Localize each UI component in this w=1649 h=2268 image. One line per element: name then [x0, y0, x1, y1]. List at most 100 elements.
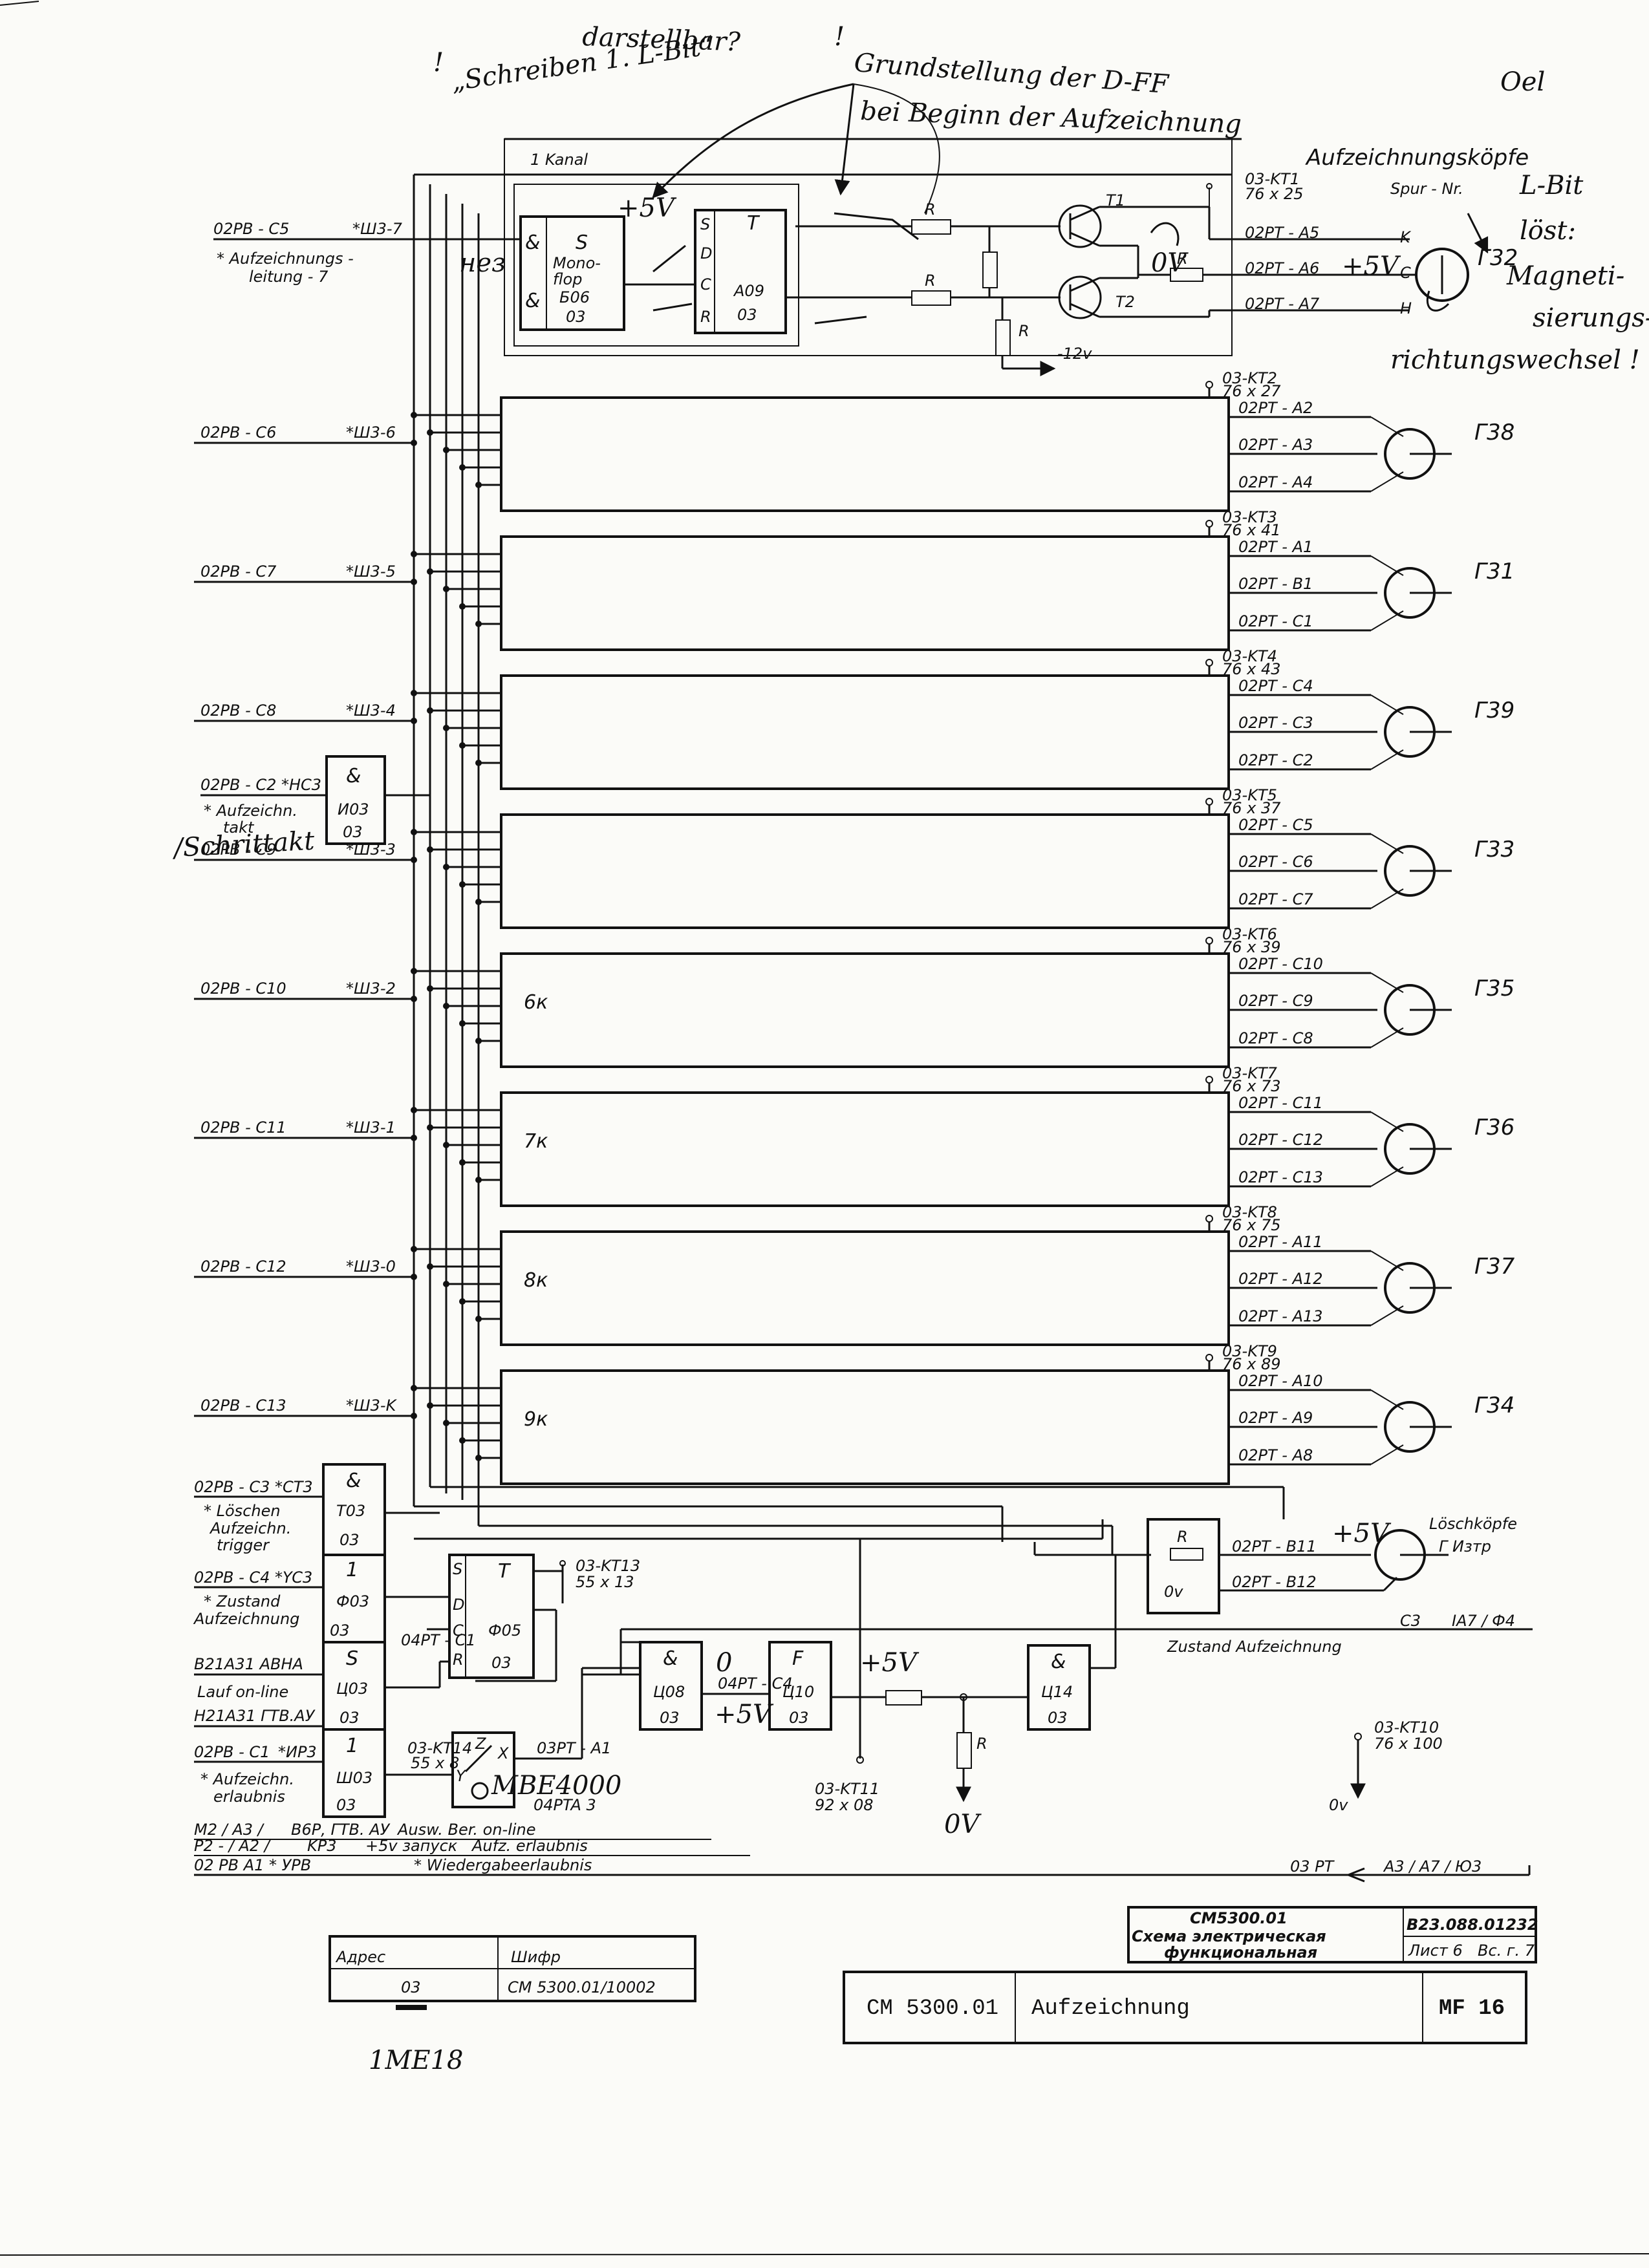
- zustand-pin: *YC3: [275, 1568, 312, 1587]
- stamp-line1: СМ5300.01: [1190, 1909, 1288, 1927]
- dff-d: D: [700, 244, 712, 262]
- annotation-bei-beginn: bei Beginn der Aufzeichnung: [860, 96, 1242, 140]
- channel-pin: *Ш3-K: [346, 1396, 398, 1415]
- pa1-label: 02 PB A1 * УРВ: [194, 1856, 311, 1874]
- input-top-pin: *Ш3-7: [352, 220, 403, 238]
- ausw-label: Ausw. Ber. on-line: [396, 1821, 536, 1839]
- channel-output: 02PT - C1: [1238, 612, 1313, 630]
- monoflop-and-2: &: [525, 290, 540, 312]
- channel-connector: 03-KT8: [1222, 1203, 1277, 1221]
- stamp-line3: функциональная: [1164, 1943, 1317, 1962]
- annotation-excl-mid: !: [834, 22, 845, 52]
- loeschen-line: 02PB - C3: [194, 1478, 270, 1496]
- channel-block: [500, 952, 1230, 1068]
- transistor-t2: [1058, 275, 1102, 319]
- annotation-richtungswechsel: richtungswechsel !: [1390, 345, 1640, 375]
- monoflop-s: S: [576, 231, 588, 254]
- monoflop-num: 03: [566, 308, 586, 326]
- channel-output: 02PT - A2: [1238, 399, 1313, 417]
- loesch-head-label: Г Изтр: [1439, 1537, 1491, 1556]
- takt-desc1: * Aufzeichn.: [204, 802, 297, 820]
- switch-y: Y: [456, 1767, 467, 1785]
- annotation-plus5v-loesch: +5V: [1332, 1519, 1392, 1548]
- annotation-nez: нез: [459, 248, 506, 278]
- loesch-out2: 02PT - B12: [1232, 1573, 1317, 1591]
- kanal-label: 1 Kanal: [530, 151, 588, 169]
- channel-output: 02PT - C8: [1238, 1029, 1313, 1047]
- sw-kt2-label: 55 x 8: [411, 1754, 459, 1772]
- kt11-label: 03-KT11: [815, 1780, 879, 1798]
- annotation-excl-left: !: [433, 48, 444, 78]
- transistor-t1: [1058, 204, 1102, 248]
- channel-output: 02PT - A1: [1238, 538, 1313, 556]
- and2-num: 03: [660, 1709, 680, 1727]
- sw-out2-label: 04PTA 3: [534, 1796, 596, 1814]
- channel-output: 02PT - C12: [1238, 1131, 1323, 1149]
- channel-input: 02PB - C6: [200, 423, 276, 442]
- kt10-label: 03-KT10: [1374, 1718, 1439, 1737]
- annotation-plus5v-gate: +5V: [715, 1700, 774, 1729]
- stamp-line2: Схема электрическая: [1132, 1927, 1326, 1945]
- channel-input: 02PB - C10: [200, 979, 286, 998]
- erl-line: 02PB - C1: [194, 1743, 270, 1761]
- head-label: Г36: [1474, 1115, 1514, 1140]
- channel-label: 7к: [524, 1130, 548, 1153]
- channel-output: 02PT - A8: [1238, 1446, 1313, 1464]
- head-label: Г39: [1474, 698, 1514, 723]
- resistor-r4: R: [1177, 250, 1188, 268]
- zapusk-label: +5v запуск: [365, 1837, 458, 1855]
- dff-block: [694, 209, 787, 334]
- addr-h2: Шифр: [511, 1948, 561, 1966]
- dff-r: R: [700, 308, 711, 326]
- channel-input: 02PB - C8: [200, 701, 276, 720]
- and2-code: Ц08: [653, 1683, 685, 1701]
- loeschen-2: Aufzeichn.: [209, 1519, 291, 1537]
- gate2-code: Ф03: [336, 1592, 369, 1610]
- lauf-a: B21A31 ABHA: [194, 1655, 303, 1673]
- channel-output: 02PT - C3: [1238, 714, 1313, 732]
- ff05-s: S: [453, 1560, 462, 1578]
- loeschen-3: trigger: [217, 1536, 270, 1554]
- bottom-logic: & T03 03 1 Ф03 03 S Ц03 03 1 Ш03 03 02PB…: [193, 1463, 1533, 1883]
- channel-pin: *Ш3-1: [346, 1118, 396, 1137]
- channel-block: [500, 1230, 1230, 1346]
- addr-v2: CM 5300.01/10002: [508, 1978, 656, 1996]
- ff05-r: R: [453, 1651, 464, 1669]
- switch-block: [451, 1731, 515, 1808]
- annotation-plus5v-top: +5V: [618, 193, 677, 223]
- loeschen-pin: *CT3: [275, 1478, 313, 1496]
- channel-connector: 03-KT6: [1222, 925, 1277, 943]
- annotation-me18: 1ME18: [369, 2046, 464, 2075]
- lauf-b: H21A31 ГТВ.АУ: [194, 1707, 316, 1725]
- sw-out-label: 03PT - A1: [537, 1739, 611, 1757]
- sw-kt-label: 03-KT14: [407, 1739, 472, 1757]
- erl-1: * Aufzeichn.: [200, 1770, 294, 1788]
- and2-sym: &: [663, 1647, 678, 1670]
- channel-output: 02PT - C4: [1238, 677, 1313, 695]
- annotation-magneti: Magneti-: [1506, 261, 1624, 291]
- switch-x: X: [497, 1744, 509, 1762]
- channel-1: 1 Kanal Aufzeichnungsköpfe Spur - Nr. 03…: [213, 138, 1529, 376]
- zustand-1: * Zustand: [204, 1592, 281, 1610]
- channel-connector: 03-KT4: [1222, 647, 1277, 665]
- f-sym: F: [792, 1647, 804, 1670]
- channel-block: [500, 396, 1230, 512]
- loesch-out1: 02PT - B11: [1232, 1537, 1317, 1556]
- pt03-label: 03 PT: [1290, 1857, 1335, 1876]
- channel-input: 02PB - C11: [200, 1118, 286, 1137]
- loesch-r: R: [1177, 1528, 1188, 1546]
- channel-output: 02PT - A9: [1238, 1409, 1313, 1427]
- erl-2: erlaubnis: [213, 1788, 285, 1806]
- dff-c: C: [700, 275, 711, 294]
- channel-output: 02PT - A4: [1238, 473, 1313, 491]
- kt10b-label: 76 x 100: [1374, 1735, 1443, 1753]
- monoflop-mono: Mono-: [553, 254, 601, 272]
- channel-output: 02PT - C9: [1238, 992, 1313, 1010]
- lauf-label: Lauf on-line: [197, 1683, 288, 1701]
- takt-and: &: [346, 765, 361, 787]
